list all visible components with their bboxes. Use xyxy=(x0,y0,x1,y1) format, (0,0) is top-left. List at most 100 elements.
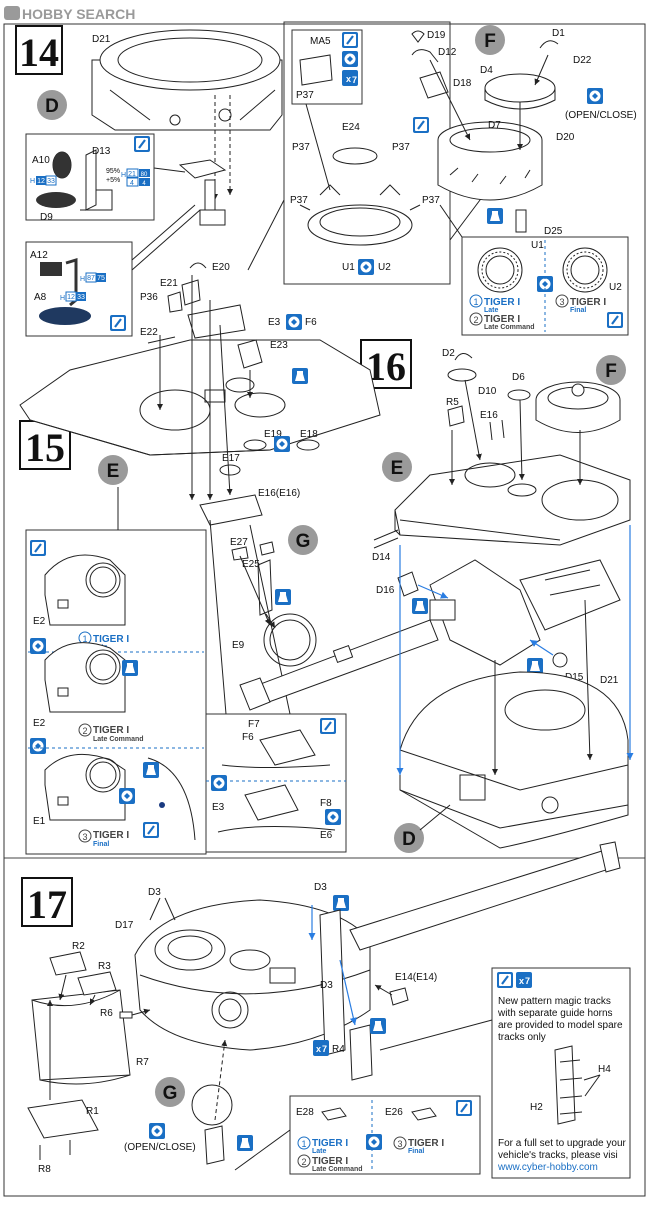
part-e21 xyxy=(181,279,201,306)
label-r5: R5 xyxy=(446,397,459,408)
svg-text:3: 3 xyxy=(82,832,87,842)
label-a10: A10 xyxy=(32,155,50,166)
label-e3: E3 xyxy=(268,317,281,328)
watermark-text: HOBBY SEARCH xyxy=(22,6,135,22)
part-d25 xyxy=(515,209,527,233)
label-p36: P36 xyxy=(140,292,158,303)
subbox-commander-seat xyxy=(25,241,133,337)
part-e22 xyxy=(147,335,176,352)
svg-text:33: 33 xyxy=(77,294,85,301)
label-e23: E23 xyxy=(270,340,288,351)
part-ma5 xyxy=(299,54,333,86)
part-u2-ring xyxy=(562,247,608,293)
label-a8: A8 xyxy=(34,292,47,303)
label-d22: D22 xyxy=(573,55,592,66)
turret-roof xyxy=(19,339,381,456)
part-cupola-ring xyxy=(307,204,413,246)
label-u1-b: U1 xyxy=(531,240,544,251)
part-track-links-h2-h4 xyxy=(554,1045,583,1125)
svg-text:D: D xyxy=(45,96,59,117)
step-14-box xyxy=(15,25,63,75)
label-f6: F6 xyxy=(305,317,317,328)
part-d9 xyxy=(36,192,76,208)
subassembly-d-top: D xyxy=(37,90,67,120)
part-e2-late xyxy=(44,554,126,626)
label-d12: D12 xyxy=(438,47,457,58)
part-d7-cupola xyxy=(437,121,543,201)
part-cupola-assembled xyxy=(535,381,621,433)
part-d16 xyxy=(397,571,419,597)
svg-text:H: H xyxy=(30,178,35,185)
track-note-box xyxy=(491,967,631,1179)
label-e26: E26 xyxy=(385,1107,403,1118)
label-r1: R1 xyxy=(86,1106,99,1117)
label-d4: D4 xyxy=(480,65,493,76)
label-h2: H2 xyxy=(530,1102,543,1113)
step-number-14: 14 xyxy=(19,30,59,75)
part-r1 xyxy=(27,1099,99,1139)
track-note-line-2: with separate guide horns xyxy=(497,1008,613,1019)
subbox-periscope-rings xyxy=(461,236,629,336)
variant-legend-17: 1 TIGER I Late 2 TIGER I Late Command 3 … xyxy=(297,1136,444,1173)
part-d14 xyxy=(373,529,399,549)
part-e9-disc xyxy=(263,613,317,667)
label-e16: E16 xyxy=(480,410,498,421)
label-r4: R4 xyxy=(332,1044,345,1055)
part-d10 xyxy=(447,368,477,382)
subbox-e28-e26 xyxy=(289,1095,481,1175)
label-r3: R3 xyxy=(98,961,111,972)
svg-text:75: 75 xyxy=(97,275,105,282)
svg-text:E: E xyxy=(107,461,120,482)
label-e2-b: E2 xyxy=(33,718,46,729)
cyber-hobby-link[interactable]: www.cyber-hobby.com xyxy=(497,1162,598,1173)
part-e25 xyxy=(257,559,273,616)
label-d3-c: D3 xyxy=(320,980,333,991)
label-d6: D6 xyxy=(512,372,525,383)
svg-text:Final: Final xyxy=(408,1148,424,1155)
part-e20 xyxy=(189,262,207,269)
label-d17: D17 xyxy=(115,920,134,931)
svg-text:TIGER I: TIGER I xyxy=(93,830,129,841)
label-r6: R6 xyxy=(100,1008,113,1019)
svg-text:7: 7 xyxy=(525,976,530,986)
svg-text:Late: Late xyxy=(312,1148,327,1155)
svg-text:F: F xyxy=(484,31,496,52)
label-ma5: MA5 xyxy=(310,36,331,47)
svg-text:3: 3 xyxy=(397,1139,402,1149)
part-r2 xyxy=(49,951,87,976)
svg-text:Late Command: Late Command xyxy=(312,1166,363,1173)
part-spare-tracks xyxy=(349,1024,373,1081)
svg-text:21: 21 xyxy=(128,171,136,178)
part-d13 xyxy=(80,149,113,211)
part-e27 xyxy=(231,546,249,561)
svg-text:TIGER I: TIGER I xyxy=(484,314,520,325)
gun-barrel xyxy=(239,619,439,711)
label-e3-b: E3 xyxy=(212,802,225,813)
label-p37-d: P37 xyxy=(290,195,308,206)
svg-text:TIGER I: TIGER I xyxy=(312,1156,348,1167)
part-e3-b xyxy=(244,784,299,821)
subassembly-g-17: G xyxy=(155,1077,185,1107)
label-p37-e: P37 xyxy=(422,195,440,206)
part-u1-ring xyxy=(477,247,523,293)
part-r3 xyxy=(77,971,117,996)
svg-text:G: G xyxy=(163,1083,178,1104)
label-d7: D7 xyxy=(488,120,501,131)
variant-tiger-late-command: 2 TIGER I Late Command xyxy=(78,723,144,743)
part-d19 xyxy=(411,30,425,43)
label-d3-b: D3 xyxy=(314,882,327,893)
label-d21-top: D21 xyxy=(92,34,111,45)
label-d13: D13 xyxy=(92,146,111,157)
label-e25: E25 xyxy=(242,559,260,570)
part-pistol-port-disc xyxy=(191,1084,233,1126)
label-d16: D16 xyxy=(376,585,395,596)
label-e9: E9 xyxy=(232,640,245,651)
part-pistol-port-plug xyxy=(204,1125,225,1165)
gun-barrel-17 xyxy=(349,841,621,951)
part-periscope-cover xyxy=(178,159,227,179)
step-number-15: 15 xyxy=(25,425,65,470)
gun-mantlet-assembly xyxy=(429,559,621,666)
svg-text:1: 1 xyxy=(473,297,478,307)
svg-text:x: x xyxy=(346,74,351,84)
svg-text:7: 7 xyxy=(352,75,357,85)
